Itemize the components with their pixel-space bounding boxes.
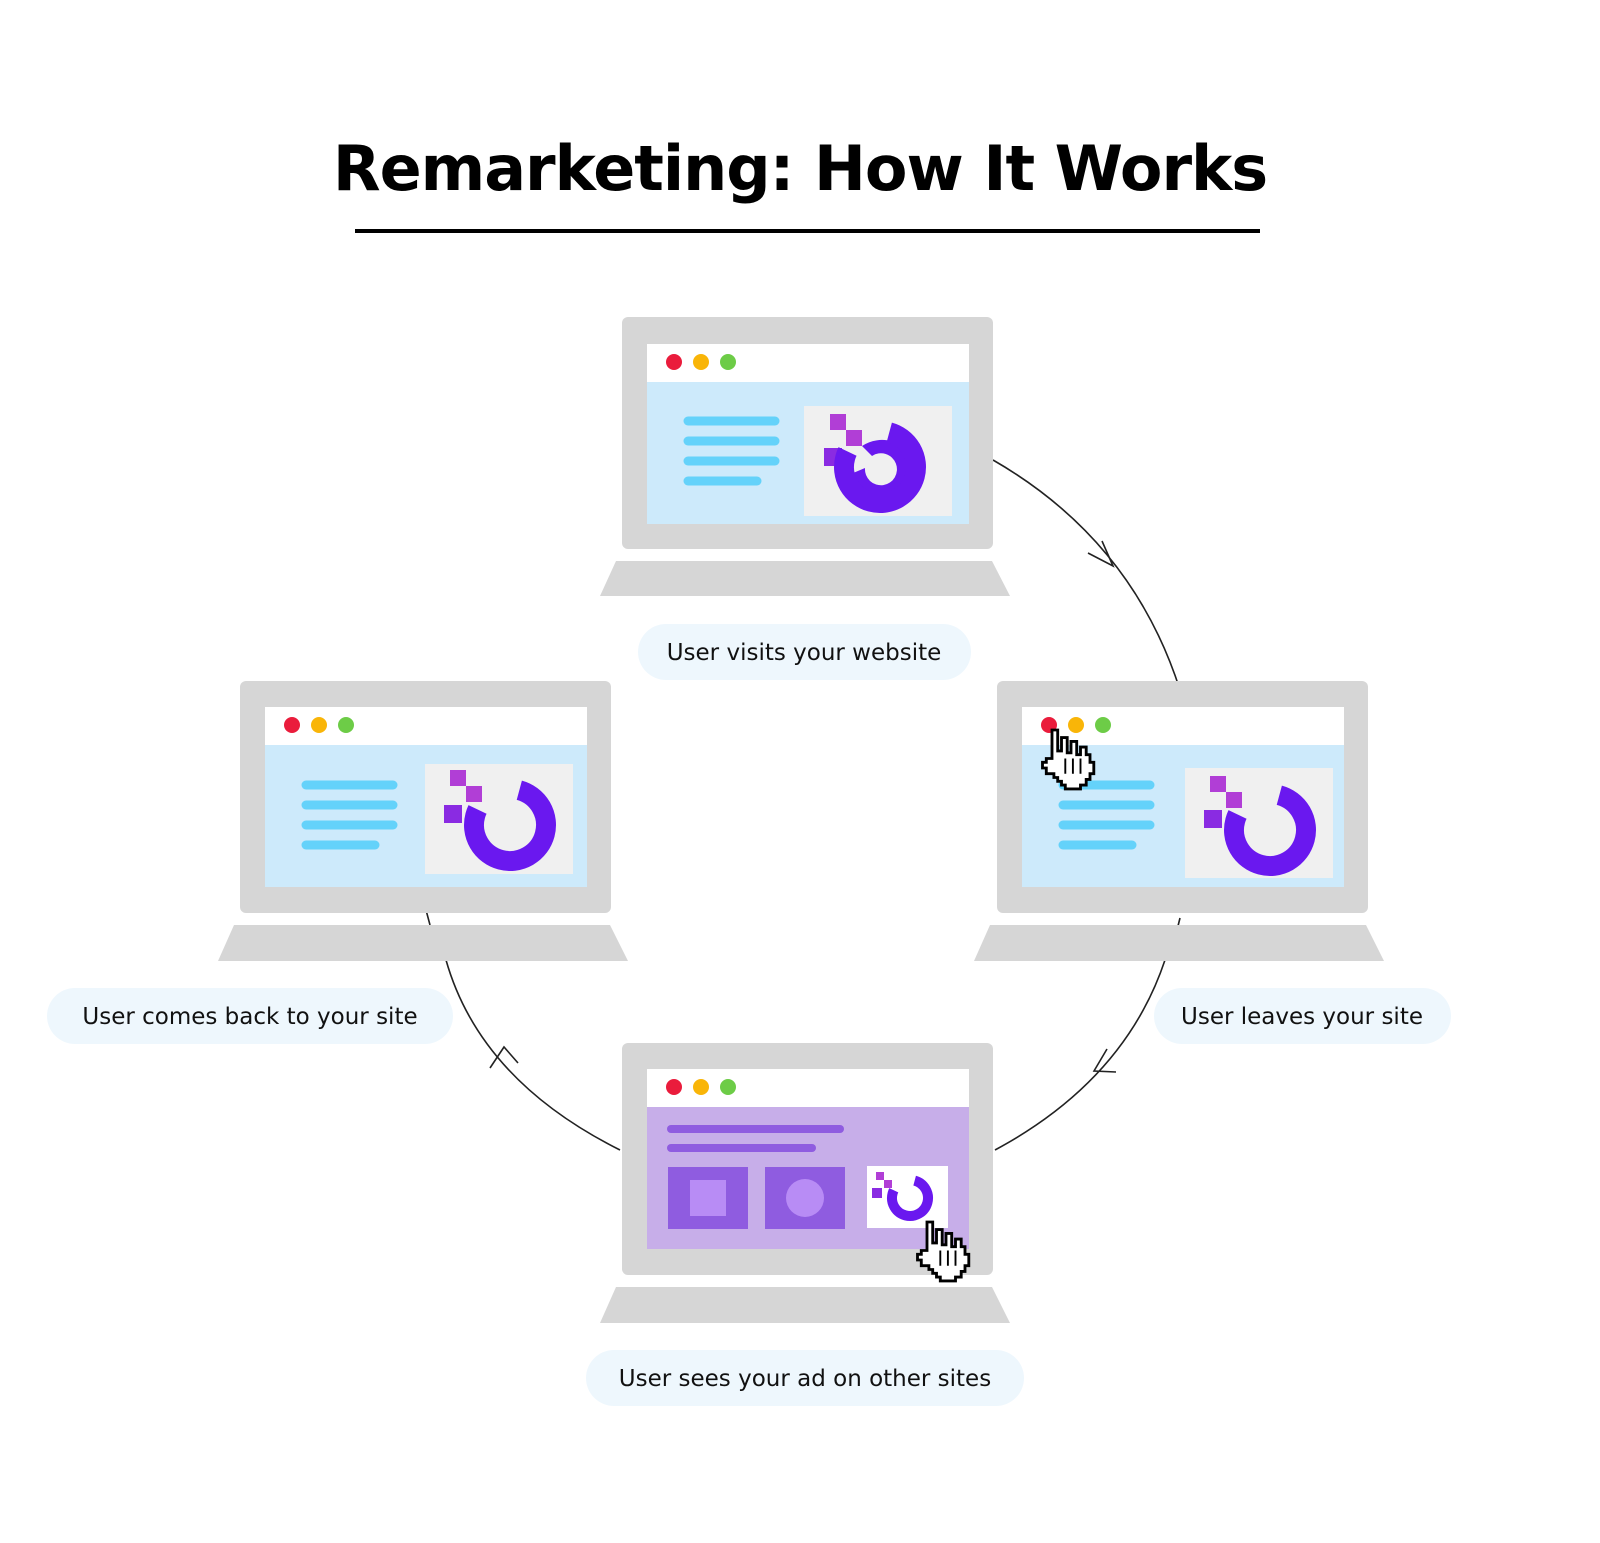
caption-visit: User visits your website — [638, 624, 971, 680]
svg-text:User comes back to your site: User comes back to your site — [82, 1004, 417, 1030]
caption-return: User comes back to your site — [47, 988, 453, 1044]
caption-ad: User sees your ad on other sites — [586, 1350, 1024, 1406]
laptop-leave — [974, 681, 1384, 961]
cycle-arc-bottom-right — [994, 959, 1166, 1151]
laptop-return — [218, 681, 628, 961]
brand-logo-icon — [824, 414, 926, 514]
window-dots-icon — [666, 1079, 736, 1095]
svg-text:User leaves your site: User leaves your site — [1181, 1004, 1423, 1030]
cycle-arc-bottom-left — [445, 959, 621, 1151]
laptop-base — [218, 925, 628, 961]
caption-leave: User leaves your site — [1154, 988, 1451, 1044]
svg-text:User visits your website: User visits your website — [667, 640, 942, 666]
text-lines — [301, 780, 398, 850]
window-dots-icon — [666, 354, 736, 370]
cycle-arrows — [425, 459, 1181, 1151]
title-underline — [355, 229, 1260, 233]
svg-text:User sees your ad on other sit: User sees your ad on other sites — [619, 1366, 991, 1392]
laptop-base — [600, 1287, 1010, 1323]
cycle-arc-right-stub — [1177, 917, 1181, 927]
cycle-arrow-icon — [489, 1045, 519, 1069]
text-lines — [683, 416, 780, 486]
window-dots-icon — [1041, 717, 1111, 733]
laptop-ad — [600, 1043, 1010, 1323]
laptop-base — [600, 561, 1010, 596]
cycle-arc-top-right — [992, 459, 1181, 691]
page-title: Remarketing: How It Works — [333, 132, 1267, 205]
laptop-visit — [600, 317, 1010, 596]
brand-logo-icon — [872, 1172, 933, 1221]
brand-logo-icon — [444, 770, 556, 871]
text-lines — [667, 1125, 844, 1152]
brand-logo-icon — [1204, 776, 1316, 877]
cycle-arrow-icon — [1087, 540, 1115, 568]
cycle-arrow-icon — [1092, 1048, 1117, 1073]
window-dots-icon — [284, 717, 354, 733]
laptop-base — [974, 925, 1384, 961]
